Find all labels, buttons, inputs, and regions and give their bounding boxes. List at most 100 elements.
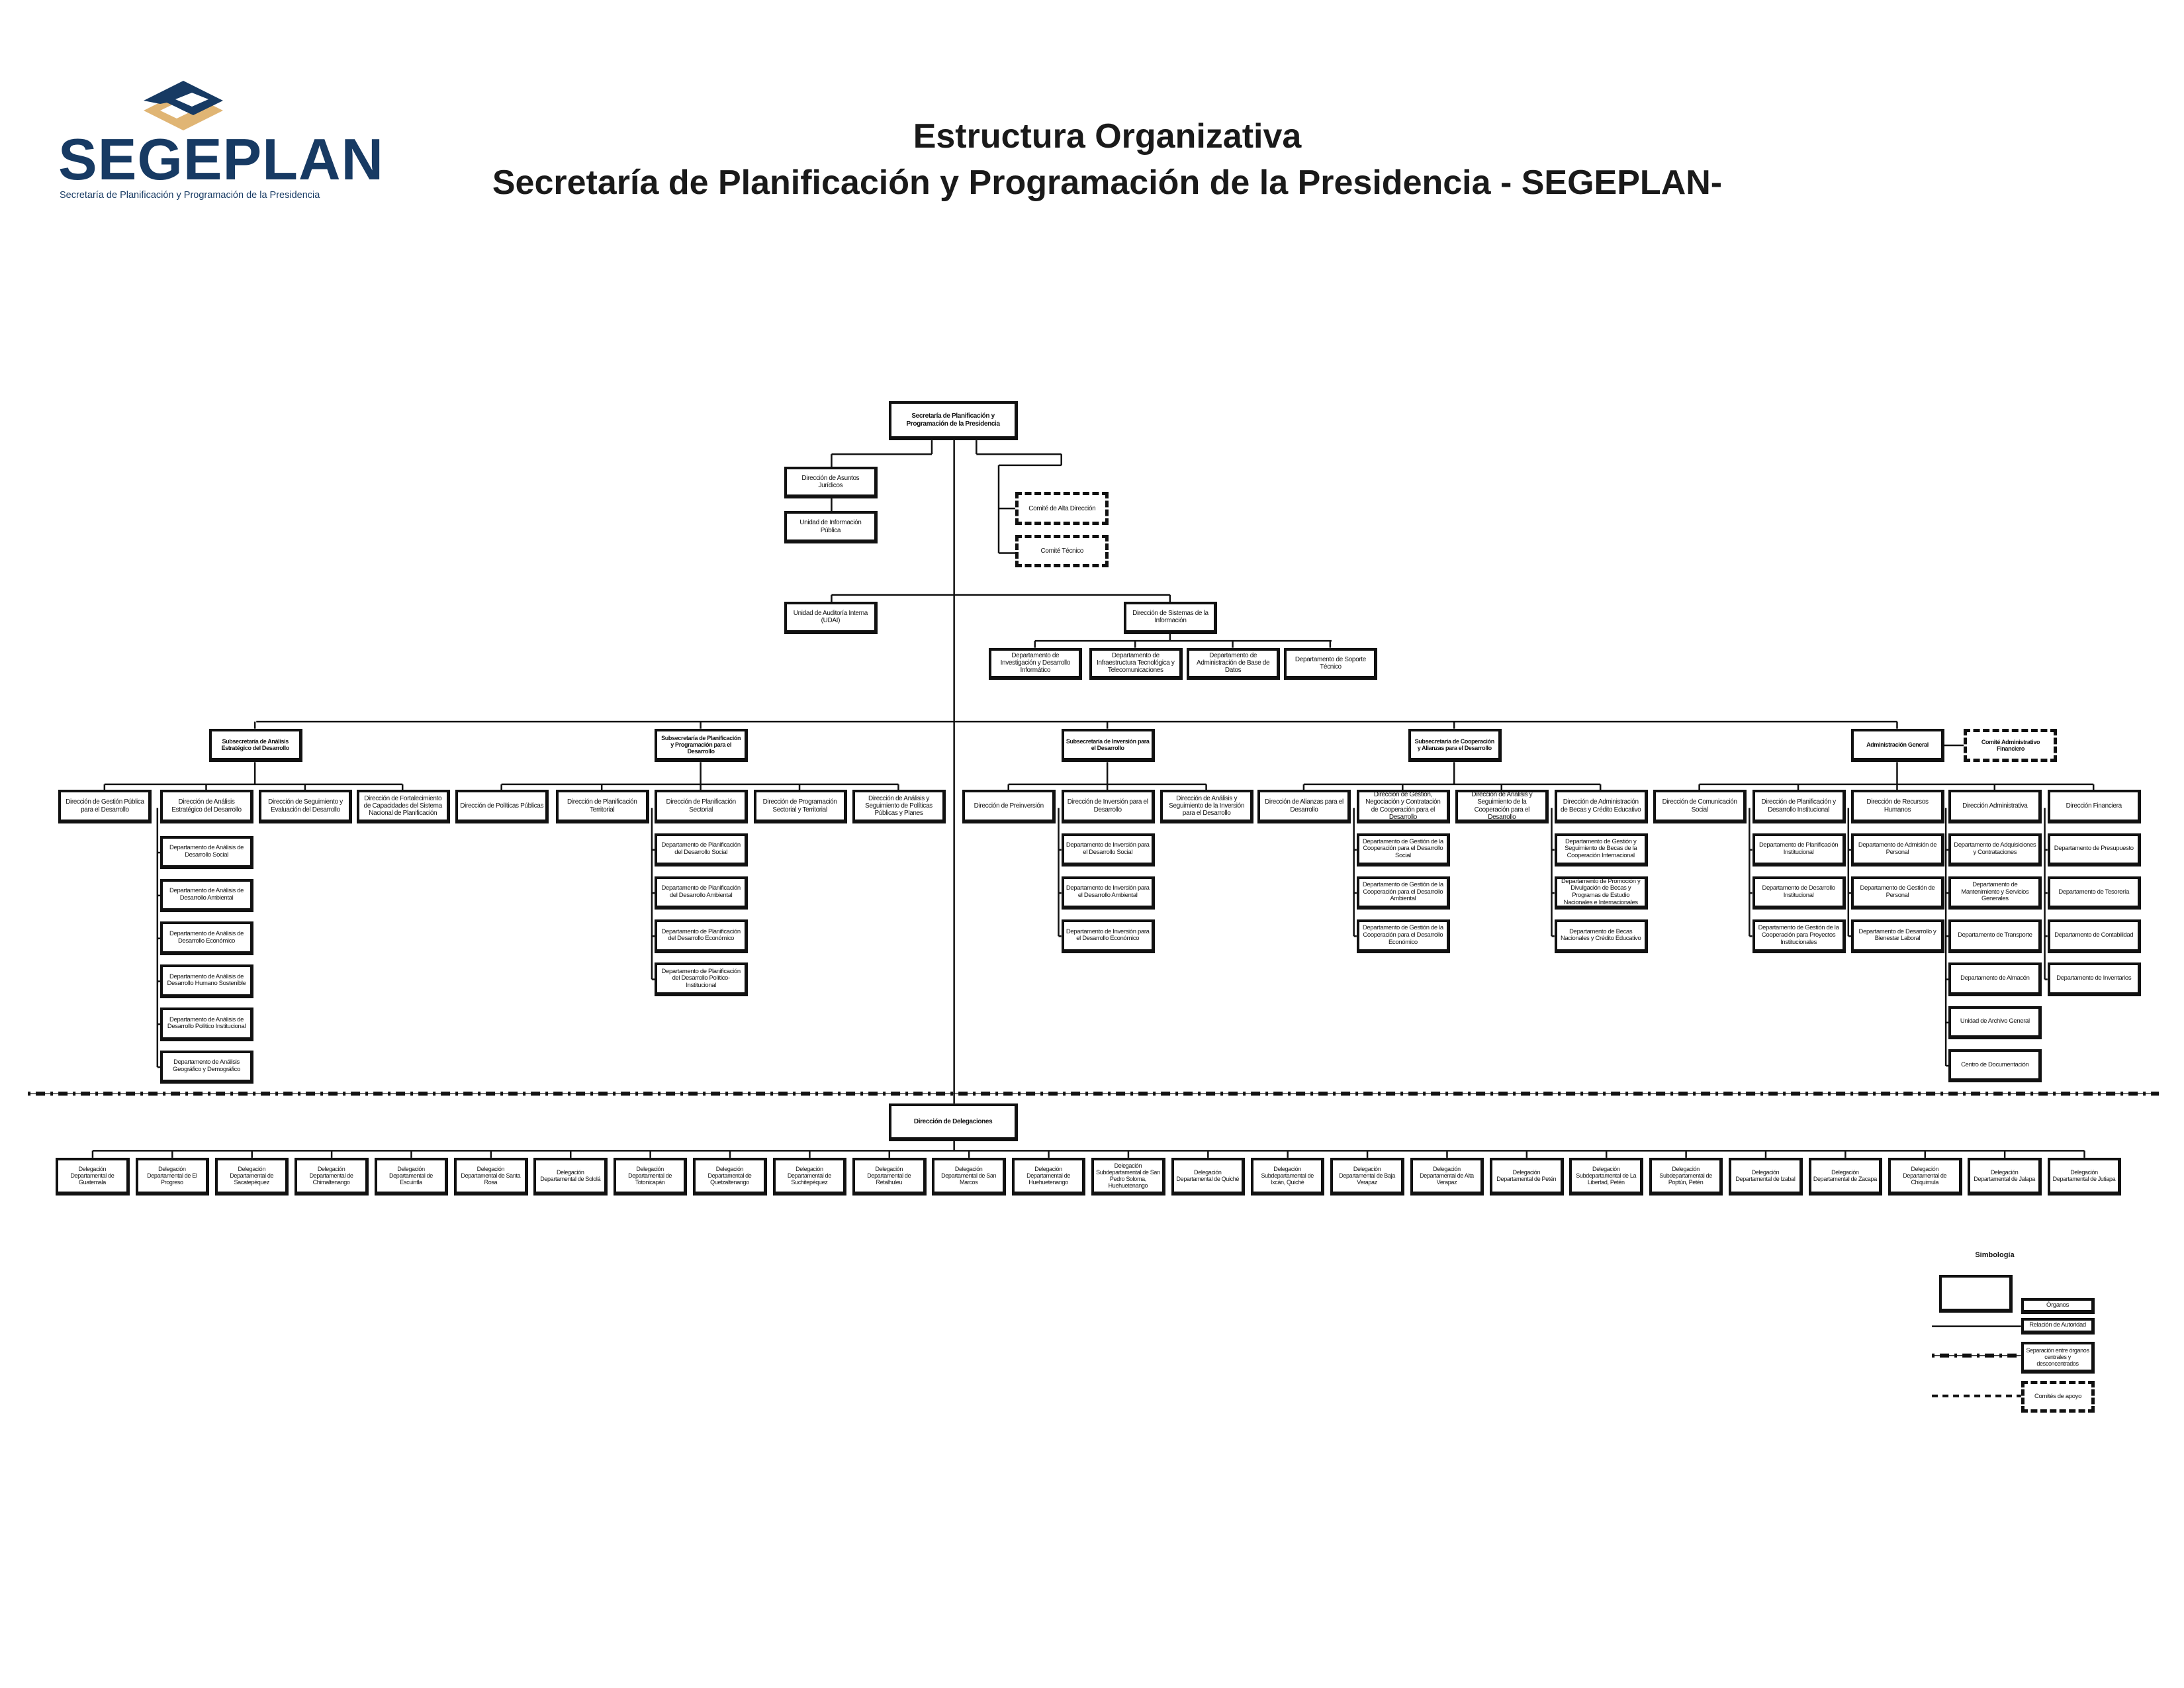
legend-comites-label: Comités de apoyo [2034, 1392, 2082, 1400]
secretaria-box: Secretaría de Planificación y Programaci… [888, 401, 1019, 441]
departamento-box-label: Departamento de Planificación del Desarr… [661, 884, 741, 900]
comite-alta-direccion-box-label: Comité de Alta Dirección [1028, 504, 1096, 512]
departamento-box-label: Departamento de Inversión para el Desarr… [1066, 841, 1150, 856]
sistemas-box: Dirección de Sistemas de la Información [1124, 602, 1218, 634]
delegacion-box-label: Delegación Departamental de Chiquimula [1903, 1166, 1947, 1186]
delegacion-box: Delegación Departamental de Zacapa [1808, 1157, 1883, 1196]
departamento-box-label: Departamento de Análisis de Desarrollo H… [167, 972, 246, 988]
legend-relacion: Relación de Autoridad [2021, 1317, 2095, 1335]
delegacion-box: Delegación Departamental de San Marcos [932, 1157, 1006, 1196]
direccion-box-label: Dirección de Planificación Sectorial [666, 798, 736, 814]
departamento-box: Departamento de Desarrollo Institucional [1752, 876, 1846, 910]
direccion-box: Dirección de Análisis y Seguimiento de l… [1455, 790, 1549, 823]
delegacion-box-label: Delegación Departamental de Sacatepéquez [230, 1166, 274, 1186]
delegacion-box-label: Delegación Departamental de Alta Verapaz [1420, 1166, 1474, 1186]
delegacion-box-label: Delegación Departamental de Escuintla [388, 1166, 433, 1186]
departamento-box-label: Departamento de Inventarios [2056, 974, 2132, 982]
departamento-box-label: Departamento de Análisis de Desarrollo S… [169, 844, 244, 859]
asuntos-juridicos-box-label: Dirección de Asuntos Jurídicos [801, 475, 860, 490]
direccion-box-label: Dirección de Políticas Públicas [460, 802, 544, 810]
delegacion-box: Delegación Departamental de El Progreso [135, 1157, 210, 1196]
sistemas-departamento-box-label: Departamento de Investigación y Desarrol… [1000, 652, 1071, 675]
departamento-box: Departamento de Adquisiciones y Contrata… [1948, 833, 2042, 867]
departamento-box-label: Departamento de Desarrollo y Bienestar L… [1858, 927, 1936, 943]
legend-relacion-label: Relación de Autoridad [2029, 1321, 2086, 1329]
direccion-box-label: Dirección de Planificación Territorial [567, 798, 637, 814]
comite-administrativo-box-label: Comité Administrativo Financiero [1981, 738, 2040, 752]
delegacion-box: Delegación Departamental de Totonicapán [613, 1157, 688, 1196]
sistemas-departamento-box-label: Departamento de Soporte Técnico [1295, 655, 1366, 671]
direccion-box-label: Dirección de Gestión Pública para el Des… [66, 798, 144, 814]
departamento-box-label: Departamento de Transporte [1958, 931, 2032, 939]
subsecretaria-box: Subsecretaría de Análisis Estratégico de… [208, 728, 302, 763]
delegacion-box-label: Delegación Departamental de Huehuetenang… [1026, 1166, 1071, 1186]
departamento-box-label: Departamento de Gestión de la Cooperació… [1362, 837, 1443, 860]
delegacion-box: Delegación Departamental de Izabal [1729, 1157, 1803, 1196]
direccion-box: Dirección de Análisis y Seguimiento de l… [1160, 790, 1254, 823]
direccion-box: Dirección de Gestión, Negociación y Cont… [1356, 790, 1450, 823]
direccion-box-label: Dirección de Preinversión [974, 802, 1044, 810]
departamento-box: Departamento de Mantenimiento y Servicio… [1948, 876, 2042, 910]
delegacion-box: Delegación Departamental de Chiquimula [1888, 1157, 1962, 1196]
direccion-box: Dirección de Recursos Humanos [1851, 790, 1944, 823]
departamento-box: Departamento de Almacén [1948, 962, 2042, 996]
delegacion-box: Delegación Departamental de Sololá [533, 1157, 608, 1196]
delegacion-box: Delegación Departamental de Santa Rosa [454, 1157, 528, 1196]
delegacion-box-label: Delegación Departamental de Suchitepéque… [787, 1166, 831, 1186]
delegacion-box: Delegación Departamental de Guatemala [56, 1157, 130, 1196]
direccion-box: Dirección de Inversión para el Desarroll… [1061, 790, 1155, 823]
subsecretaria-box: Subsecretaría de Planificación y Program… [655, 728, 749, 763]
subsecretaria-box-label: Subsecretaría de Análisis Estratégico de… [221, 737, 289, 751]
direccion-box: Dirección de Análisis y Seguimiento de P… [852, 790, 946, 823]
sistemas-departamento-box: Departamento de Administración de Base d… [1187, 647, 1281, 680]
direccion-box-label: Dirección de Análisis y Seguimiento de P… [865, 794, 933, 818]
departamento-box-label: Departamento de Presupuesto [2054, 845, 2134, 853]
direccion-box-label: Dirección de Fortalecimiento de Capacida… [363, 794, 443, 818]
logo-wordmark: SEGEPLAN [58, 126, 385, 192]
informacion-publica-box: Unidad de Información Pública [784, 511, 878, 543]
delegacion-box: Delegación Subdepartamental de Poptún, P… [1649, 1157, 1723, 1196]
delegacion-box-label: Delegación Departamental de Guatemala [70, 1166, 114, 1186]
departamento-box: Departamento de Inversión para el Desarr… [1061, 919, 1155, 953]
direccion-box: Dirección de Administración de Becas y C… [1554, 790, 1648, 823]
delegacion-box-label: Delegación Departamental de Quetzaltenan… [707, 1166, 752, 1186]
comite-tecnico-box-label: Comité Técnico [1040, 547, 1084, 555]
direccion-box: Dirección de Seguimiento y Evaluación de… [259, 790, 353, 823]
delegacion-box: Delegación Subdepartamental de La Libert… [1569, 1157, 1643, 1196]
direccion-box-label: Dirección de Análisis y Seguimiento de l… [1169, 794, 1245, 818]
departamento-box-label: Departamento de Planificación del Desarr… [661, 927, 741, 943]
delegacion-box-label: Delegación Departamental de Santa Rosa [461, 1166, 521, 1186]
direccion-box: Dirección de Preinversión [962, 790, 1056, 823]
legend-organos: Órganos [2021, 1298, 2095, 1314]
departamento-box-label: Departamento de Gestión de la Cooperació… [1758, 924, 1839, 946]
departamento-box: Departamento de Inversión para el Desarr… [1061, 833, 1155, 867]
direccion-box: Dirección de Planificación Territorial [555, 790, 649, 823]
subsecretaria-box: Subsecretaría de Cooperación y Alianzas … [1408, 728, 1502, 763]
delegacion-box-label: Delegación Departamental de Totonicapán [628, 1166, 672, 1186]
delegacion-box: Delegación Departamental de Chimaltenang… [295, 1157, 369, 1196]
departamento-box: Departamento de Gestión de la Cooperació… [1356, 833, 1450, 867]
delegacion-box-label: Delegación Departamental de Baja Verapaz [1339, 1166, 1395, 1186]
subsecretaria-box: Subsecretaría de Inversión para el Desar… [1061, 728, 1155, 763]
direccion-box-label: Dirección de Seguimiento y Evaluación de… [268, 798, 343, 814]
departamento-box: Departamento de Análisis de Desarrollo P… [160, 1008, 254, 1041]
direccion-box-label: Dirección de Gestión, Negociación y Cont… [1365, 791, 1441, 821]
direccion-box: Dirección de Análisis Estratégico del De… [160, 790, 254, 823]
delegaciones-box: Dirección de Delegaciones [888, 1103, 1019, 1141]
departamento-box: Departamento de Inversión para el Desarr… [1061, 876, 1155, 910]
departamento-box-label: Departamento de Gestión de Personal [1860, 884, 1935, 900]
sistemas-departamento-box-label: Departamento de Administración de Base d… [1197, 652, 1270, 675]
direccion-box-label: Dirección de Análisis y Seguimiento de l… [1471, 791, 1533, 821]
departamento-box: Departamento de Análisis de Desarrollo A… [160, 878, 254, 913]
departamento-box-label: Departamento de Inversión para el Desarr… [1066, 884, 1150, 900]
departamento-box: Departamento de Gestión de Personal [1851, 876, 1944, 910]
departamento-box: Departamento de Gestión y Seguimiento de… [1554, 833, 1648, 867]
departamento-box: Departamento de Tesorería [2047, 876, 2141, 910]
direccion-box-label: Dirección de Comunicación Social [1662, 798, 1737, 814]
delegacion-box-label: Delegación Departamental de Jalapa [1974, 1169, 2035, 1183]
departamento-box: Departamento de Transporte [1948, 919, 2042, 953]
departamento-box-label: Unidad de Archivo General [1960, 1017, 2030, 1025]
sistemas-departamento-box: Departamento de Infraestructura Tecnológ… [1089, 647, 1183, 680]
departamento-box-label: Centro de Documentación [1961, 1060, 2029, 1068]
